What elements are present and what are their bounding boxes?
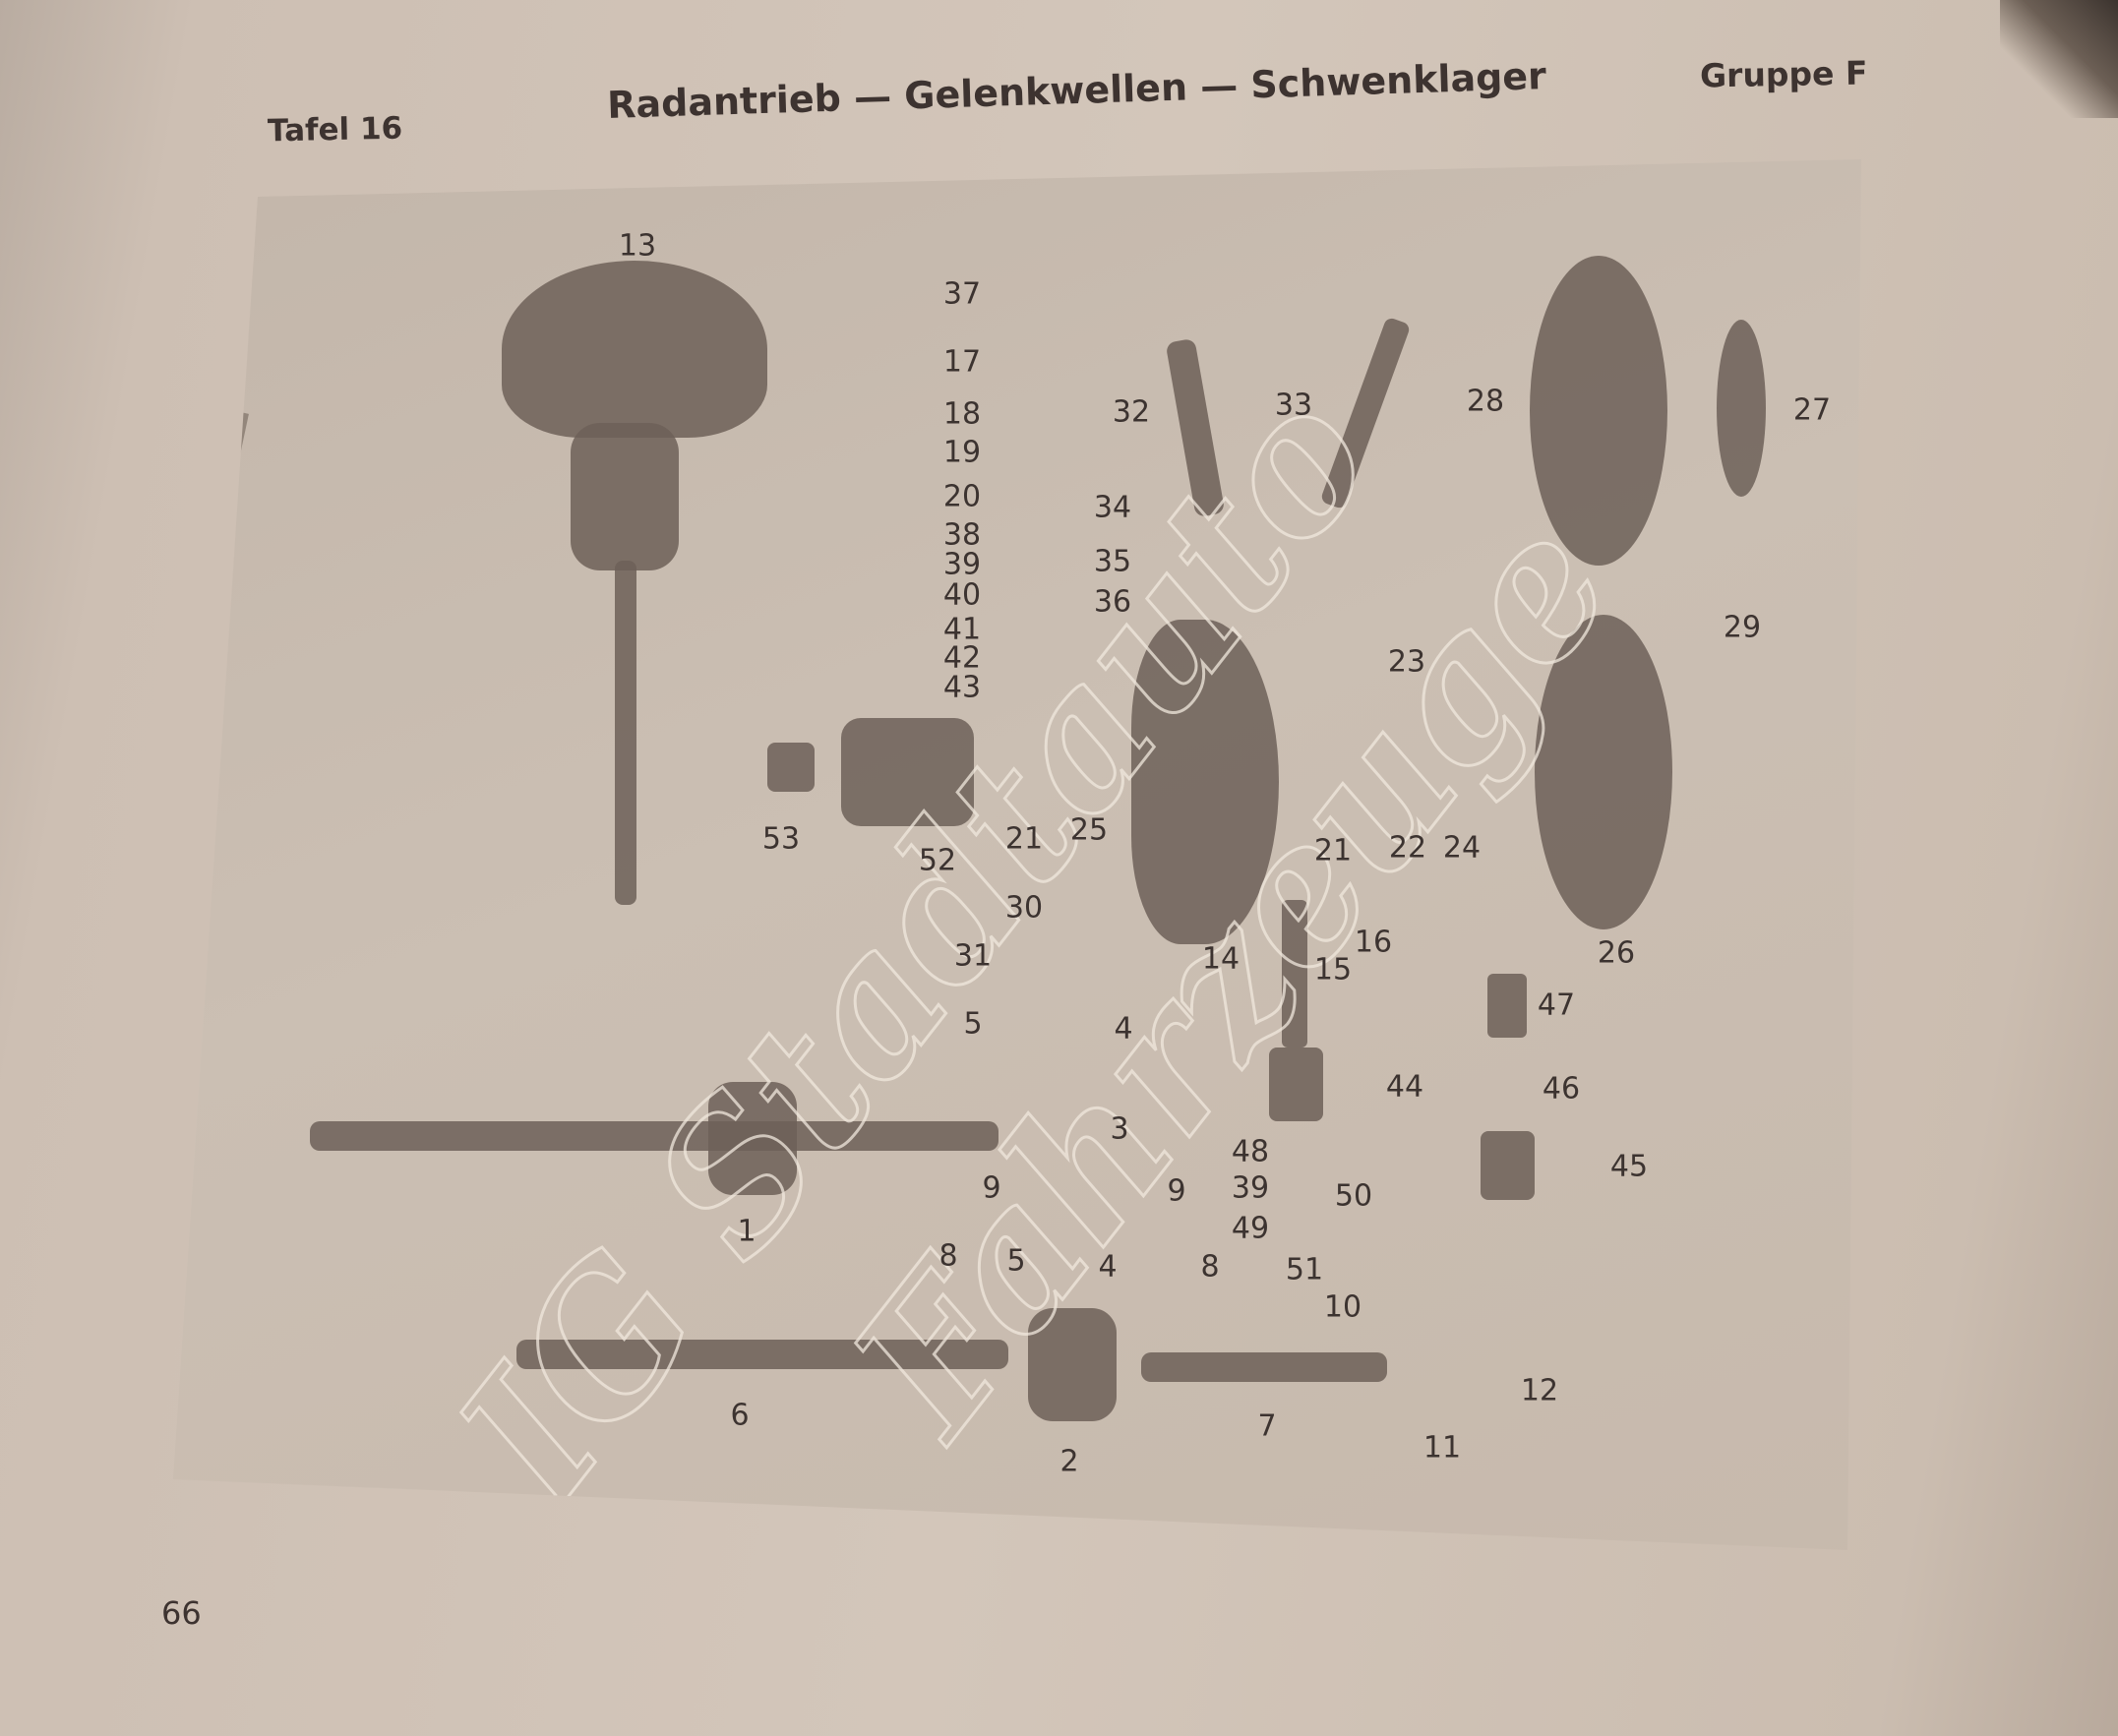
part-label-23: 23 bbox=[1387, 644, 1426, 680]
part-sleeve bbox=[767, 743, 815, 792]
part-bushing-47 bbox=[1487, 974, 1527, 1038]
part-label-46: 46 bbox=[1542, 1071, 1581, 1107]
part-label-48: 48 bbox=[1231, 1134, 1270, 1169]
part-label-42: 42 bbox=[942, 640, 982, 676]
part-label-50: 50 bbox=[1334, 1178, 1373, 1214]
part-brake-drum-bottom bbox=[1535, 615, 1672, 929]
part-label-22: 22 bbox=[1388, 830, 1427, 866]
part-label-37: 37 bbox=[942, 276, 982, 312]
plate-number: Tafel 16 bbox=[267, 110, 403, 150]
part-label-4b: 4 bbox=[1098, 1249, 1118, 1285]
part-shaft-vertical bbox=[615, 561, 636, 905]
part-label-39b: 39 bbox=[1231, 1170, 1270, 1206]
part-joint-2 bbox=[1028, 1308, 1117, 1421]
part-label-8: 8 bbox=[938, 1238, 958, 1274]
part-label-9b: 9 bbox=[1167, 1173, 1186, 1209]
part-shaft-7 bbox=[1141, 1352, 1387, 1382]
part-label-30: 30 bbox=[1004, 890, 1044, 926]
part-label-29: 29 bbox=[1723, 610, 1762, 645]
group-label: Gruppe F bbox=[1699, 53, 1868, 95]
part-label-2: 2 bbox=[1059, 1444, 1079, 1479]
part-label-43: 43 bbox=[942, 670, 982, 705]
part-label-11: 11 bbox=[1422, 1430, 1462, 1466]
page-corner-shadow bbox=[2000, 0, 2118, 118]
part-label-8b: 8 bbox=[1200, 1249, 1220, 1285]
part-label-12: 12 bbox=[1520, 1373, 1559, 1408]
part-trunnion-44 bbox=[1269, 1048, 1323, 1121]
page-number: 66 bbox=[161, 1594, 202, 1632]
part-pin-15 bbox=[1282, 900, 1307, 1048]
part-label-45: 45 bbox=[1609, 1149, 1649, 1184]
part-label-5: 5 bbox=[963, 1006, 983, 1042]
part-label-21b: 21 bbox=[1313, 833, 1353, 868]
part-steering-knuckle bbox=[1131, 620, 1279, 944]
part-label-5b: 5 bbox=[1006, 1243, 1026, 1279]
part-label-10: 10 bbox=[1323, 1289, 1362, 1325]
part-brake-drum-top bbox=[1530, 256, 1667, 566]
part-label-36: 36 bbox=[1093, 584, 1132, 620]
part-label-40: 40 bbox=[942, 577, 982, 613]
part-label-35: 35 bbox=[1093, 544, 1132, 579]
part-label-13: 13 bbox=[618, 228, 657, 264]
part-label-18: 18 bbox=[942, 396, 982, 432]
part-label-39: 39 bbox=[942, 547, 982, 582]
part-drive-shaft-1 bbox=[310, 1121, 998, 1151]
part-label-7: 7 bbox=[1257, 1408, 1277, 1444]
part-label-25: 25 bbox=[1069, 812, 1109, 848]
part-label-9: 9 bbox=[982, 1170, 1001, 1206]
part-label-31: 31 bbox=[953, 938, 993, 974]
part-label-41: 41 bbox=[942, 612, 982, 647]
part-label-26: 26 bbox=[1597, 935, 1636, 971]
part-label-38: 38 bbox=[942, 517, 982, 553]
part-label-6: 6 bbox=[730, 1398, 750, 1433]
part-label-15: 15 bbox=[1313, 952, 1353, 988]
part-label-32: 32 bbox=[1112, 394, 1151, 430]
part-label-19: 19 bbox=[942, 435, 982, 470]
part-label-27: 27 bbox=[1792, 392, 1832, 428]
part-label-16: 16 bbox=[1354, 925, 1393, 960]
part-hub bbox=[1717, 320, 1766, 497]
part-label-21: 21 bbox=[1004, 821, 1044, 857]
part-label-33: 33 bbox=[1274, 388, 1313, 423]
part-housing bbox=[502, 261, 767, 438]
part-label-3: 3 bbox=[1110, 1111, 1129, 1147]
part-label-1: 1 bbox=[737, 1214, 756, 1249]
part-label-52: 52 bbox=[918, 843, 957, 878]
part-label-4: 4 bbox=[1114, 1011, 1133, 1047]
part-label-49: 49 bbox=[1231, 1211, 1270, 1246]
part-label-24: 24 bbox=[1442, 830, 1482, 866]
part-drive-shaft-6 bbox=[516, 1340, 1008, 1369]
part-joint-1 bbox=[708, 1082, 797, 1195]
part-label-51: 51 bbox=[1285, 1252, 1324, 1287]
part-label-20: 20 bbox=[942, 479, 982, 514]
part-label-53: 53 bbox=[761, 821, 801, 857]
part-housing-neck bbox=[571, 423, 679, 570]
part-label-28: 28 bbox=[1466, 384, 1505, 419]
part-boot bbox=[841, 718, 974, 826]
part-label-44: 44 bbox=[1385, 1069, 1424, 1105]
part-label-17: 17 bbox=[942, 344, 982, 380]
part-label-47: 47 bbox=[1537, 988, 1576, 1023]
part-label-14: 14 bbox=[1201, 941, 1241, 977]
part-label-34: 34 bbox=[1093, 490, 1132, 525]
part-trunnion-45 bbox=[1481, 1131, 1535, 1200]
